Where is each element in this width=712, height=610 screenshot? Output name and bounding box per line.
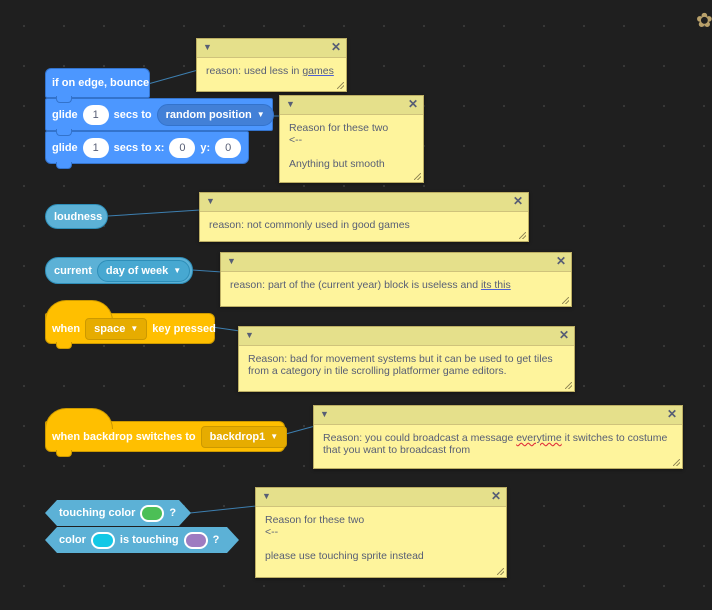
hat-cap: [45, 408, 113, 429]
comment-bounce[interactable]: ▼ ✕ reason: used less in games: [196, 38, 347, 92]
block-label: glide: [52, 108, 78, 121]
resize-handle[interactable]: [337, 82, 344, 89]
resize-handle[interactable]: [562, 297, 569, 304]
resize-handle[interactable]: [673, 459, 680, 466]
block-label: color: [59, 534, 86, 546]
glide-to-random-block[interactable]: glide 1 secs to random position ▼: [45, 98, 274, 136]
close-icon[interactable]: ✕: [407, 97, 418, 111]
comment-text[interactable]: reason: used less in games: [206, 65, 334, 77]
caret-down-icon: ▼: [130, 324, 139, 333]
comment-text[interactable]: Reason for these two <-- please use touc…: [265, 514, 424, 562]
block-label: y:: [200, 141, 211, 154]
resize-handle[interactable]: [519, 232, 526, 239]
close-icon[interactable]: ✕: [330, 40, 341, 54]
block-label: current: [54, 264, 92, 277]
block-label: secs to x:: [113, 141, 165, 154]
close-icon[interactable]: ✕: [512, 194, 523, 208]
comment-current[interactable]: ▼ ✕ reason: part of the (current year) b…: [220, 252, 572, 307]
color-swatch-cyan[interactable]: [91, 532, 115, 549]
block-label: is touching: [119, 534, 179, 546]
triangle-down-icon[interactable]: ▼: [245, 330, 254, 340]
key-dropdown[interactable]: space ▼: [85, 317, 148, 340]
resize-handle[interactable]: [565, 382, 572, 389]
block-label: secs to: [113, 108, 152, 121]
misspelled-word: everytime: [516, 432, 562, 444]
block-label: if on edge, bounce: [52, 77, 150, 89]
current-option-dropdown[interactable]: day of week ▼: [96, 259, 191, 282]
comment-header[interactable]: ▼ ✕: [200, 193, 528, 212]
block-label: loudness: [54, 210, 103, 223]
comment-header[interactable]: ▼ ✕: [221, 253, 571, 272]
block-label: key pressed: [152, 322, 216, 335]
comment-text[interactable]: Reason: bad for movement systems but it …: [248, 353, 553, 377]
block-label: when backdrop switches to: [52, 430, 196, 443]
comment-loudness[interactable]: ▼ ✕ reason: not commonly used in good ga…: [199, 192, 529, 242]
block-label: ?: [212, 534, 220, 546]
triangle-down-icon[interactable]: ▼: [227, 256, 236, 266]
comment-when-key[interactable]: ▼ ✕ Reason: bad for movement systems but…: [238, 326, 575, 392]
glide-to-xy-block[interactable]: glide 1 secs to x: 0 y: 0: [45, 131, 249, 169]
current-day-of-week-block[interactable]: current day of week ▼: [45, 257, 193, 284]
when-key-pressed-block[interactable]: when space ▼ key pressed: [45, 300, 216, 349]
y-input[interactable]: 0: [215, 137, 242, 158]
close-icon[interactable]: ✕: [558, 328, 569, 342]
comment-text[interactable]: Reason for these two <-- Anything but sm…: [289, 122, 389, 170]
loudness-block[interactable]: loudness: [45, 204, 108, 229]
caret-down-icon: ▼: [173, 266, 182, 275]
triangle-down-icon[interactable]: ▼: [286, 99, 295, 109]
backdrop-dropdown[interactable]: backdrop1 ▼: [200, 425, 288, 448]
color-swatch-green[interactable]: [140, 505, 164, 522]
resize-handle[interactable]: [414, 173, 421, 180]
color-is-touching-block[interactable]: color is touching ?: [45, 527, 239, 553]
secs-input[interactable]: 1: [82, 137, 109, 158]
comment-text[interactable]: reason: part of the (current year) block…: [230, 279, 511, 291]
comment-text[interactable]: Reason: you could broadcast a message ev…: [323, 432, 668, 456]
comment-glide[interactable]: ▼ ✕ Reason for these two <-- Anything bu…: [279, 95, 424, 183]
sprite-icon: ✿: [696, 10, 712, 32]
triangle-down-icon[interactable]: ▼: [262, 491, 271, 501]
resize-handle[interactable]: [497, 568, 504, 575]
touching-color-block[interactable]: touching color ?: [45, 500, 191, 526]
close-icon[interactable]: ✕: [666, 407, 677, 421]
close-icon[interactable]: ✕: [490, 489, 501, 503]
triangle-down-icon[interactable]: ▼: [203, 42, 212, 52]
when-backdrop-switches-block[interactable]: when backdrop switches to backdrop1 ▼: [45, 408, 288, 457]
comment-touching[interactable]: ▼ ✕ Reason for these two <-- please use …: [255, 487, 507, 578]
block-label: ?: [169, 507, 177, 519]
triangle-down-icon[interactable]: ▼: [206, 196, 215, 206]
caret-down-icon: ▼: [270, 432, 279, 441]
comment-text[interactable]: reason: not commonly used in good games: [209, 219, 410, 231]
color-swatch-purple[interactable]: [184, 532, 208, 549]
comment-header[interactable]: ▼ ✕: [256, 488, 506, 507]
comment-header[interactable]: ▼ ✕: [239, 327, 574, 346]
comment-backdrop[interactable]: ▼ ✕ Reason: you could broadcast a messag…: [313, 405, 683, 469]
if-on-edge-bounce-block[interactable]: if on edge, bounce: [45, 68, 150, 103]
comment-header[interactable]: ▼ ✕: [280, 96, 423, 115]
block-label: touching color: [59, 507, 136, 519]
block-label: when: [52, 322, 81, 335]
motion-stack[interactable]: if on edge, bounce glide 1 secs to rando…: [45, 68, 274, 169]
comment-link: its this: [480, 279, 511, 291]
comment-header[interactable]: ▼ ✕: [197, 39, 346, 58]
secs-input[interactable]: 1: [82, 104, 109, 125]
caret-down-icon: ▼: [256, 110, 265, 119]
comment-link: games: [302, 65, 334, 77]
close-icon[interactable]: ✕: [555, 254, 566, 268]
block-label: glide: [52, 141, 78, 154]
target-dropdown[interactable]: random position ▼: [156, 103, 274, 126]
triangle-down-icon[interactable]: ▼: [320, 409, 329, 419]
comment-header[interactable]: ▼ ✕: [314, 406, 682, 425]
x-input[interactable]: 0: [169, 137, 196, 158]
